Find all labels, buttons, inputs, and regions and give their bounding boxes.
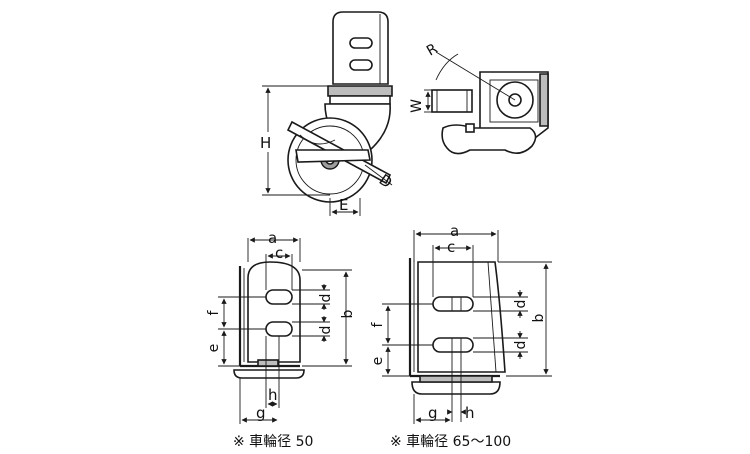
bracket-large-label-d2: d: [513, 341, 529, 350]
dim-label-H: H: [260, 134, 271, 152]
dim-label-E: E: [339, 196, 348, 214]
bracket-small-label-e: e: [206, 344, 222, 353]
bracket-small-label-d2: d: [318, 326, 334, 335]
bracket-large-label-f: f: [370, 321, 386, 327]
caster-front-view: W R: [409, 41, 549, 155]
bracket-large-label-g: g: [428, 404, 438, 422]
bracket-large-label-d1: d: [513, 300, 529, 309]
bracket-large-label-a: a: [450, 222, 459, 240]
bracket-small-label-c: c: [275, 244, 283, 262]
dim-label-W: W: [409, 99, 425, 113]
bracket-small-label-d1: d: [318, 294, 334, 303]
bracket-large-label-b: b: [531, 313, 547, 322]
bracket-large-label-h: h: [465, 404, 475, 422]
bracket-large-label-e: e: [370, 357, 386, 366]
bracket-small-label-b: b: [340, 309, 356, 318]
bracket-small-label-f: f: [206, 309, 222, 315]
bracket-small-drawing: a c b d d f e h: [206, 229, 356, 450]
dim-label-R: R: [424, 41, 441, 60]
caster-side-view: H E D: [258, 11, 396, 216]
bracket-large-drawing: a c b d d f e h: [370, 222, 552, 450]
bracket-small-label-h: h: [268, 386, 278, 404]
bracket-small-label-g: g: [256, 404, 266, 422]
bracket-large-label-c: c: [447, 238, 455, 256]
bracket-small-caption: ※ 車輪径 50: [233, 433, 313, 450]
bracket-small-label-a: a: [268, 229, 277, 247]
bracket-large-caption: ※ 車輪径 65〜100: [390, 433, 511, 450]
